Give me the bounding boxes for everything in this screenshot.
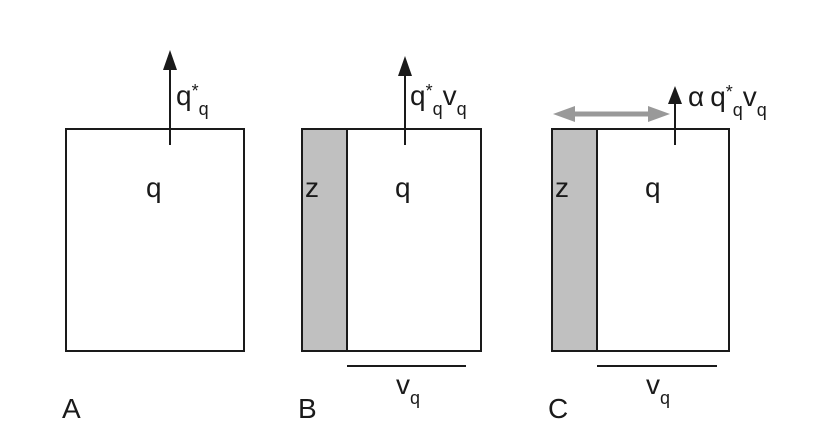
- flux-label: q*q: [176, 80, 209, 119]
- zone-z: [301, 128, 348, 352]
- panel-label: C: [548, 393, 568, 424]
- flux-arrow-head: [398, 56, 412, 76]
- zone-label: z: [305, 172, 319, 203]
- double-arrow-icon: [553, 106, 670, 122]
- box-q: [65, 128, 245, 352]
- panel-label: B: [298, 393, 317, 424]
- width-label: vq: [396, 369, 420, 408]
- panel-b: q*qvq z q vq B: [298, 56, 482, 424]
- flux-arrow-head: [163, 50, 177, 70]
- box-label: q: [146, 172, 162, 203]
- flux-label: q*qvq: [410, 80, 467, 119]
- box-label: q: [645, 172, 661, 203]
- flux-arrow-head: [668, 86, 682, 104]
- box-label: q: [395, 172, 411, 203]
- zone-label: z: [555, 172, 569, 203]
- width-label: vq: [646, 369, 670, 408]
- panel-label: A: [62, 393, 81, 424]
- panel-a: q*q q A: [62, 50, 245, 424]
- zone-z: [551, 128, 598, 352]
